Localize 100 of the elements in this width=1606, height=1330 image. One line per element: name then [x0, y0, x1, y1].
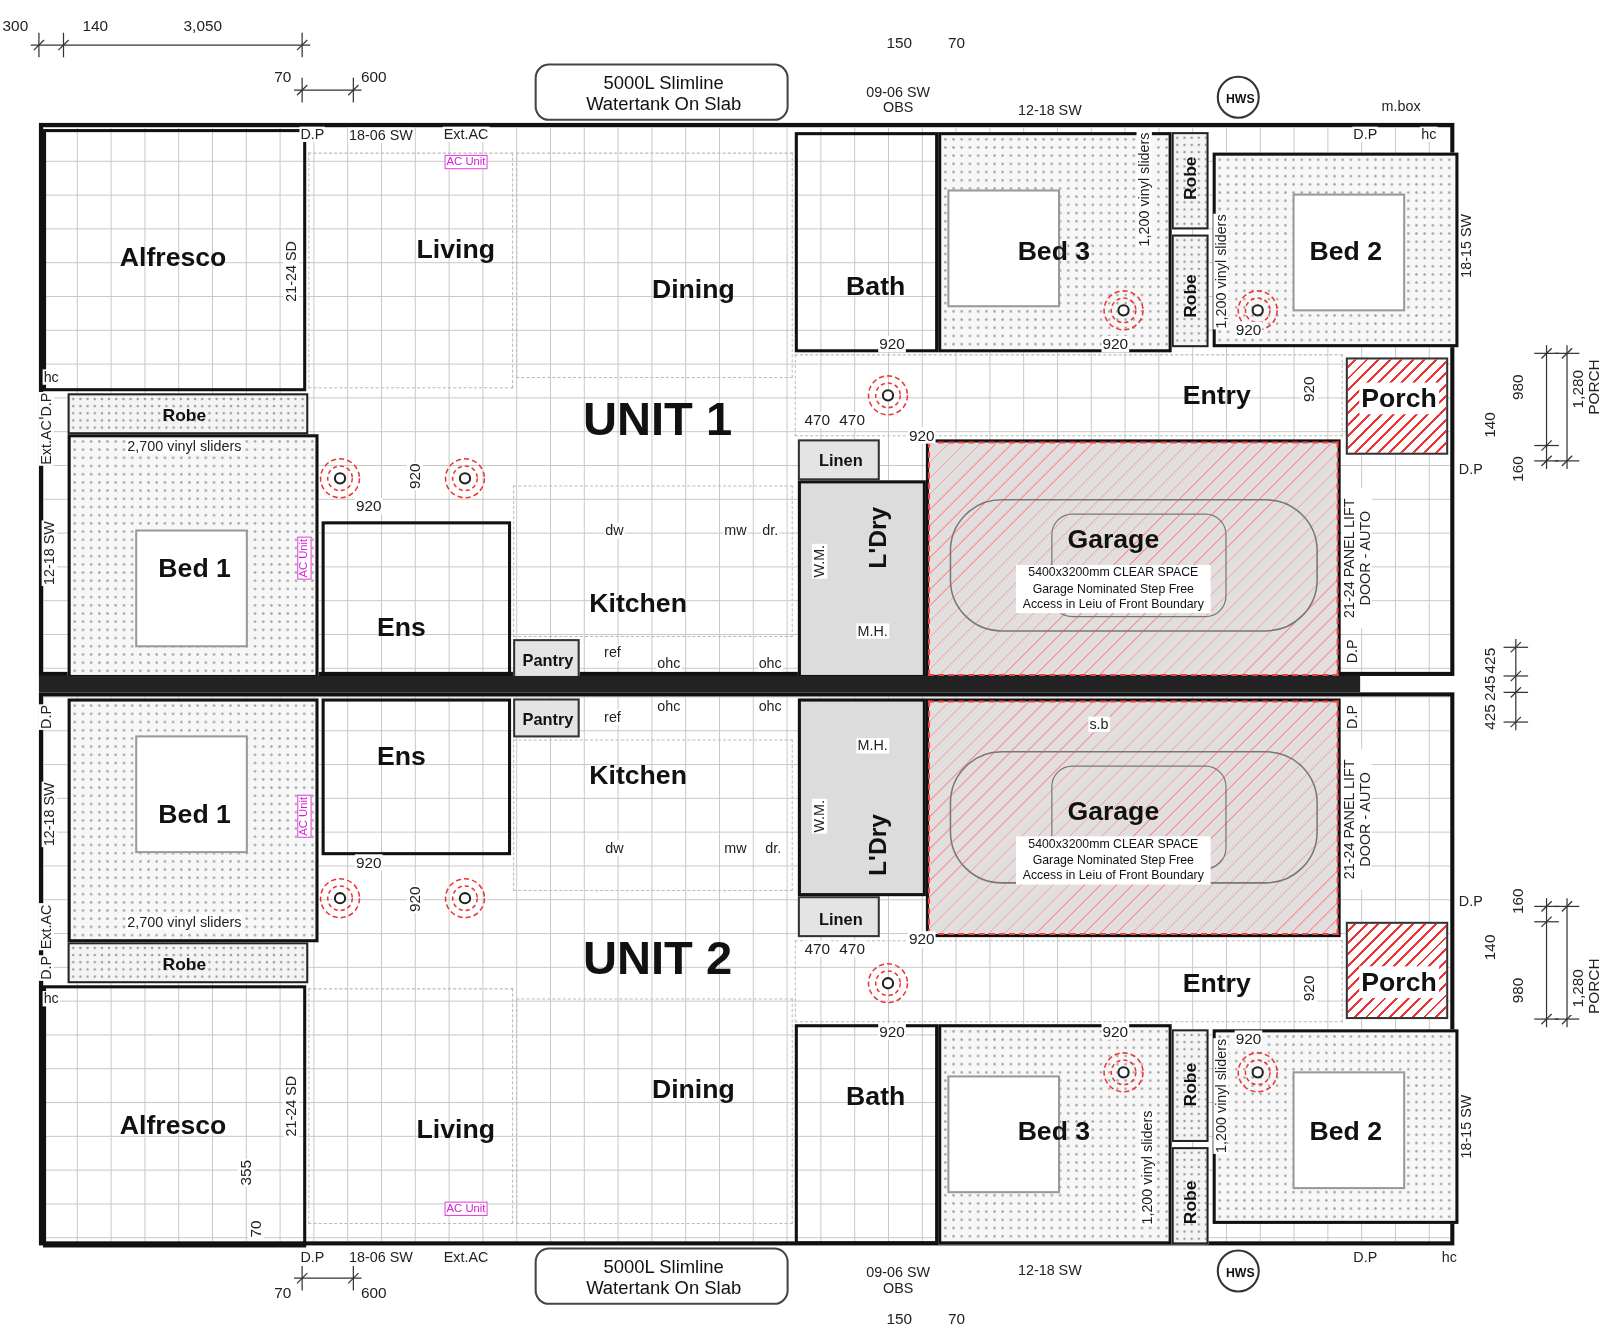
dimension-label: 920	[907, 931, 936, 948]
room-area	[797, 896, 880, 938]
room-area	[1171, 234, 1209, 348]
room-label: Pantry	[522, 710, 574, 730]
hot-water-unit-symbol	[1216, 1249, 1260, 1293]
annotation-label: 1,200 vinyl sliders	[1139, 1109, 1155, 1226]
annotation-label: W.M.	[811, 798, 827, 834]
annotation-label: dr.	[764, 840, 783, 856]
annotation-label: 2,700 vinyl sliders	[126, 914, 243, 930]
dimension-label: 920	[406, 462, 423, 491]
annotation-label: 21-24 SD	[283, 240, 299, 303]
ac-unit-label: AC Unit	[444, 154, 488, 169]
room-area	[67, 942, 309, 984]
dimension-label: 920	[1101, 336, 1130, 353]
annotation-label: 18-06 SW	[348, 127, 414, 143]
room-label: Living	[416, 1113, 495, 1146]
dimension-label: 920	[406, 885, 423, 914]
dimension-label: 355	[237, 1158, 254, 1187]
room-label: Robe	[1180, 274, 1202, 318]
room-label: Garage	[1067, 523, 1160, 556]
annotation-label: 12-18 SW	[41, 781, 57, 848]
annotation-label: hc	[42, 369, 60, 385]
annotation-label: D.P	[38, 954, 54, 981]
dimension-label: 920	[1101, 1023, 1130, 1040]
room-label: HWS	[1225, 1265, 1255, 1281]
room-label: Alfresco	[119, 241, 227, 273]
annotation-label: M.H.	[856, 738, 889, 754]
annotation-label: 2,700 vinyl sliders	[126, 439, 243, 455]
tank-label: 5000L Slimline Watertank On Slab	[585, 1257, 743, 1299]
annotation-label: dw	[604, 523, 625, 539]
room-label: Garage	[1067, 795, 1160, 828]
annotation-label: 21-24 PANEL LIFT DOOR - AUTO	[1342, 488, 1373, 629]
room-area	[938, 1024, 1172, 1245]
room-area	[67, 393, 309, 435]
room-label: Robe	[1180, 156, 1202, 200]
porch-area	[1345, 357, 1449, 455]
dimension-label: 920	[1300, 974, 1317, 1003]
water-tank-outline	[534, 1247, 789, 1305]
room-area	[797, 698, 926, 897]
porch-area	[1345, 921, 1449, 1020]
room-label: HWS	[1225, 92, 1255, 107]
room-label: L'Dry	[863, 814, 893, 876]
room-area	[1171, 132, 1209, 230]
room-label: Kitchen	[589, 587, 687, 620]
room-area	[1171, 1147, 1209, 1245]
ac-unit-label: AC Unit	[297, 536, 312, 580]
dimension-label: 920	[354, 497, 383, 514]
room-area	[513, 698, 580, 738]
dimension-label: 470	[803, 940, 832, 957]
dimension-label: 470	[803, 411, 832, 428]
annotation-label: ref	[603, 709, 622, 725]
annotation-label: s.b	[1088, 716, 1110, 732]
garage-area	[925, 439, 1341, 678]
room-label: Bed 2	[1309, 235, 1383, 267]
room-label: Porch	[1359, 382, 1439, 415]
annotation-label: D.P	[38, 391, 54, 418]
annotation-label: D.P	[1344, 703, 1360, 730]
unit-label: UNIT 2	[582, 930, 733, 986]
room-label: Pantry	[522, 651, 574, 670]
room-label: L'Dry	[863, 506, 893, 569]
hot-water-unit-symbol	[1216, 75, 1260, 119]
water-tank-outline	[534, 63, 789, 121]
room-area	[321, 698, 512, 856]
room-label: Ens	[377, 610, 426, 643]
annotation-label: 21-24 SD	[283, 1074, 299, 1138]
room-label: Bed 3	[1017, 1115, 1091, 1148]
room-label: Bed 1	[158, 798, 231, 831]
unit-outline	[38, 692, 1455, 1246]
annotation-label: 12-18 SW	[1016, 1262, 1083, 1278]
annotation-label: D.P	[1344, 638, 1360, 665]
annotation-label: D.P	[1457, 893, 1484, 909]
annotation-label: 1,200 vinyl sliders	[1213, 1037, 1229, 1154]
room-label: Dining	[651, 272, 735, 305]
annotation-label: 12-18 SW	[41, 520, 57, 586]
annotation-label: dw	[604, 840, 625, 856]
room-area	[797, 439, 880, 481]
dimension-label: 920	[878, 336, 906, 353]
room-label: Porch	[1359, 966, 1439, 999]
room-label: Dining	[651, 1073, 735, 1106]
room-area	[67, 434, 319, 678]
room-area	[938, 132, 1172, 353]
annotation-label: ohc	[656, 656, 682, 672]
room-area	[1212, 152, 1459, 348]
annotation-label: D.P	[38, 703, 54, 730]
room-label: Kitchen	[589, 759, 687, 792]
ac-unit-label: AC Unit	[297, 794, 312, 838]
annotation-label: hc	[42, 991, 60, 1007]
room-area	[1171, 1029, 1209, 1142]
room-label: Alfresco	[119, 1109, 227, 1142]
dimension-label: 920	[1234, 321, 1263, 338]
dimension-label: 70	[248, 1219, 265, 1239]
room-label: Entry	[1182, 379, 1251, 412]
dimension-label: 1,280 PORCH	[1569, 961, 1602, 1015]
dimension-label: 920	[1234, 1030, 1263, 1047]
room-label: Linen	[819, 910, 863, 929]
room-label: Bed 3	[1017, 235, 1091, 267]
unit-outline	[38, 122, 1455, 676]
annotation-label: 1,200 vinyl sliders	[1213, 213, 1229, 330]
room-area	[67, 698, 319, 943]
room-label: Robe	[162, 954, 207, 976]
